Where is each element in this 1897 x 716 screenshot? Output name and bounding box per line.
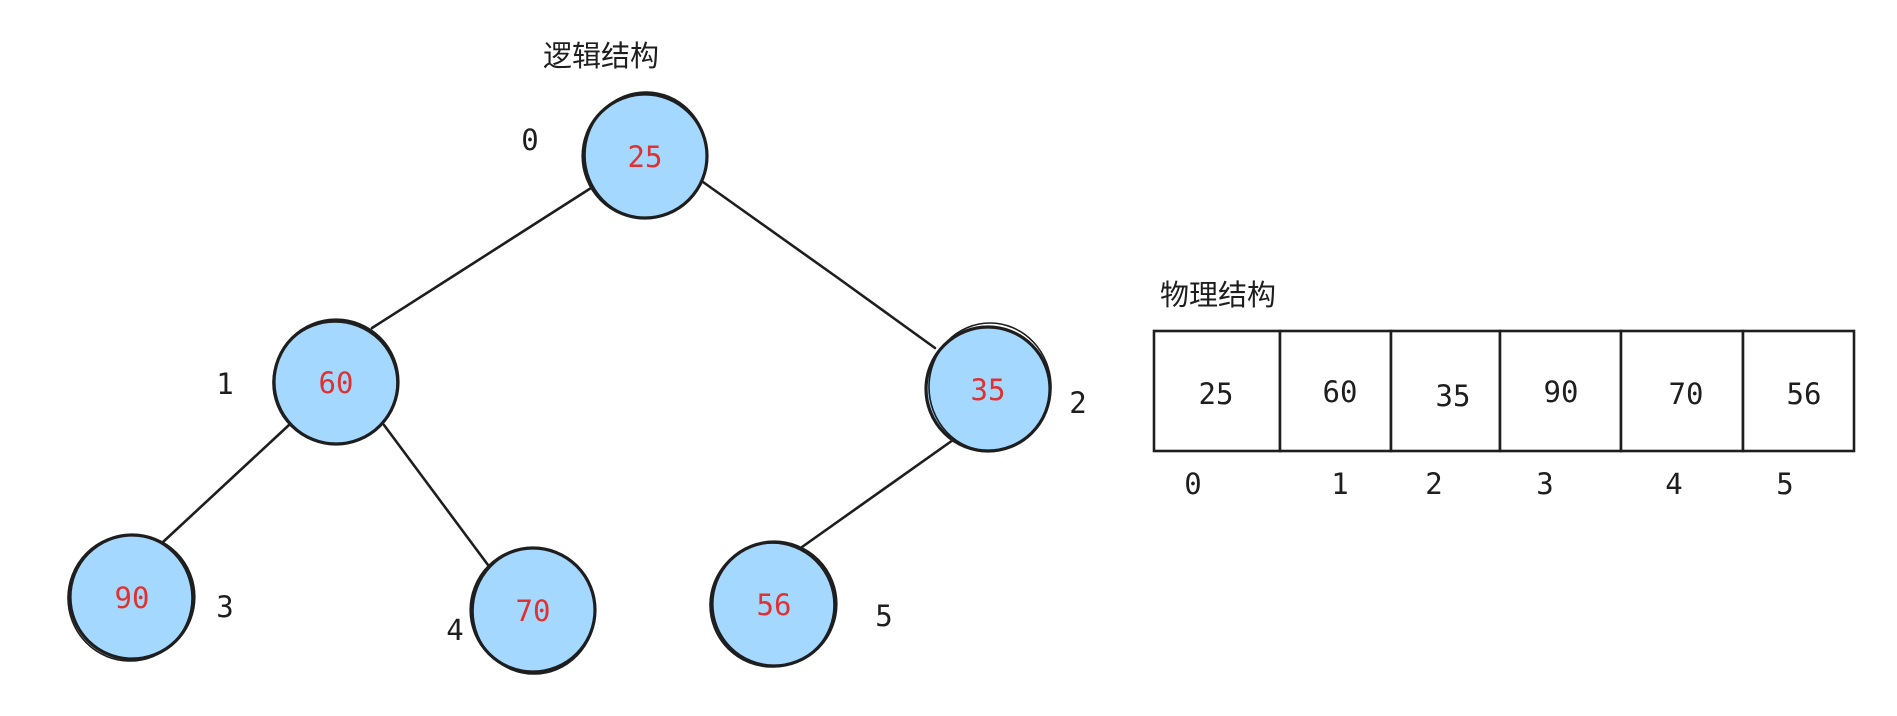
node-value: 25 (628, 140, 663, 174)
node-index: 3 (216, 590, 233, 624)
tree-node: 25 0 (521, 91, 709, 220)
node-value: 60 (319, 366, 354, 400)
node-circle-outline (272, 321, 398, 445)
array-indices: 0 1 2 3 4 5 (1184, 467, 1793, 501)
array-cell-value: 70 (1669, 377, 1704, 411)
logical-structure-title: 逻辑结构 (543, 39, 659, 73)
node-value: 90 (115, 581, 150, 615)
array-cell (1389, 329, 1502, 453)
node-index: 1 (216, 367, 233, 401)
tree-node: 35 2 (924, 322, 1087, 453)
node-index: 0 (521, 123, 538, 157)
array-cell (1741, 329, 1856, 453)
array-cell-value: 90 (1544, 375, 1579, 409)
array-cell (1152, 329, 1282, 453)
array-cell (1619, 329, 1745, 453)
node-index: 5 (875, 599, 892, 633)
node-circle-outline (584, 91, 708, 219)
edge-1-4 (382, 423, 490, 567)
node-circle-outline (928, 322, 1052, 452)
node-value: 56 (757, 588, 792, 622)
node-index: 2 (1069, 386, 1086, 420)
array-cells (1152, 329, 1856, 453)
physical-structure-title: 物理结构 (1160, 278, 1276, 312)
array-cell-index: 1 (1331, 467, 1348, 501)
node-circle (710, 540, 838, 668)
array-cell-index: 3 (1536, 467, 1553, 501)
array-cell-value: 35 (1436, 379, 1471, 413)
logical-structure: 逻辑结构 25 0 60 1 35 2 (67, 39, 1087, 675)
array-cell-value: 60 (1323, 375, 1358, 409)
array-values: 25 60 35 90 70 56 (1199, 375, 1822, 413)
physical-structure: 物理结构 25 60 35 90 70 56 0 1 2 3 4 5 (1152, 278, 1856, 501)
array-cell-value: 56 (1787, 377, 1822, 411)
array-cell-value: 25 (1199, 377, 1234, 411)
edge-0-2 (701, 180, 937, 350)
tree-node: 90 3 (67, 533, 234, 662)
tree-node: 60 1 (216, 318, 400, 446)
node-value: 70 (516, 594, 551, 628)
edge-2-5 (800, 438, 955, 549)
array-cell-index: 4 (1665, 467, 1682, 501)
array-cell-index: 5 (1776, 467, 1793, 501)
node-circle-outline (709, 542, 835, 668)
tree-node: 70 4 (446, 546, 597, 675)
array-cell-index: 0 (1184, 467, 1201, 501)
tree-edges (161, 180, 955, 567)
node-circle-outline (472, 547, 596, 675)
edge-1-3 (161, 423, 291, 544)
node-circle-outline (67, 534, 193, 662)
edge-0-1 (370, 186, 593, 330)
array-cell-index: 2 (1425, 467, 1442, 501)
tree-node: 56 5 (709, 540, 893, 668)
node-index: 4 (446, 613, 463, 647)
node-value: 35 (971, 373, 1006, 407)
